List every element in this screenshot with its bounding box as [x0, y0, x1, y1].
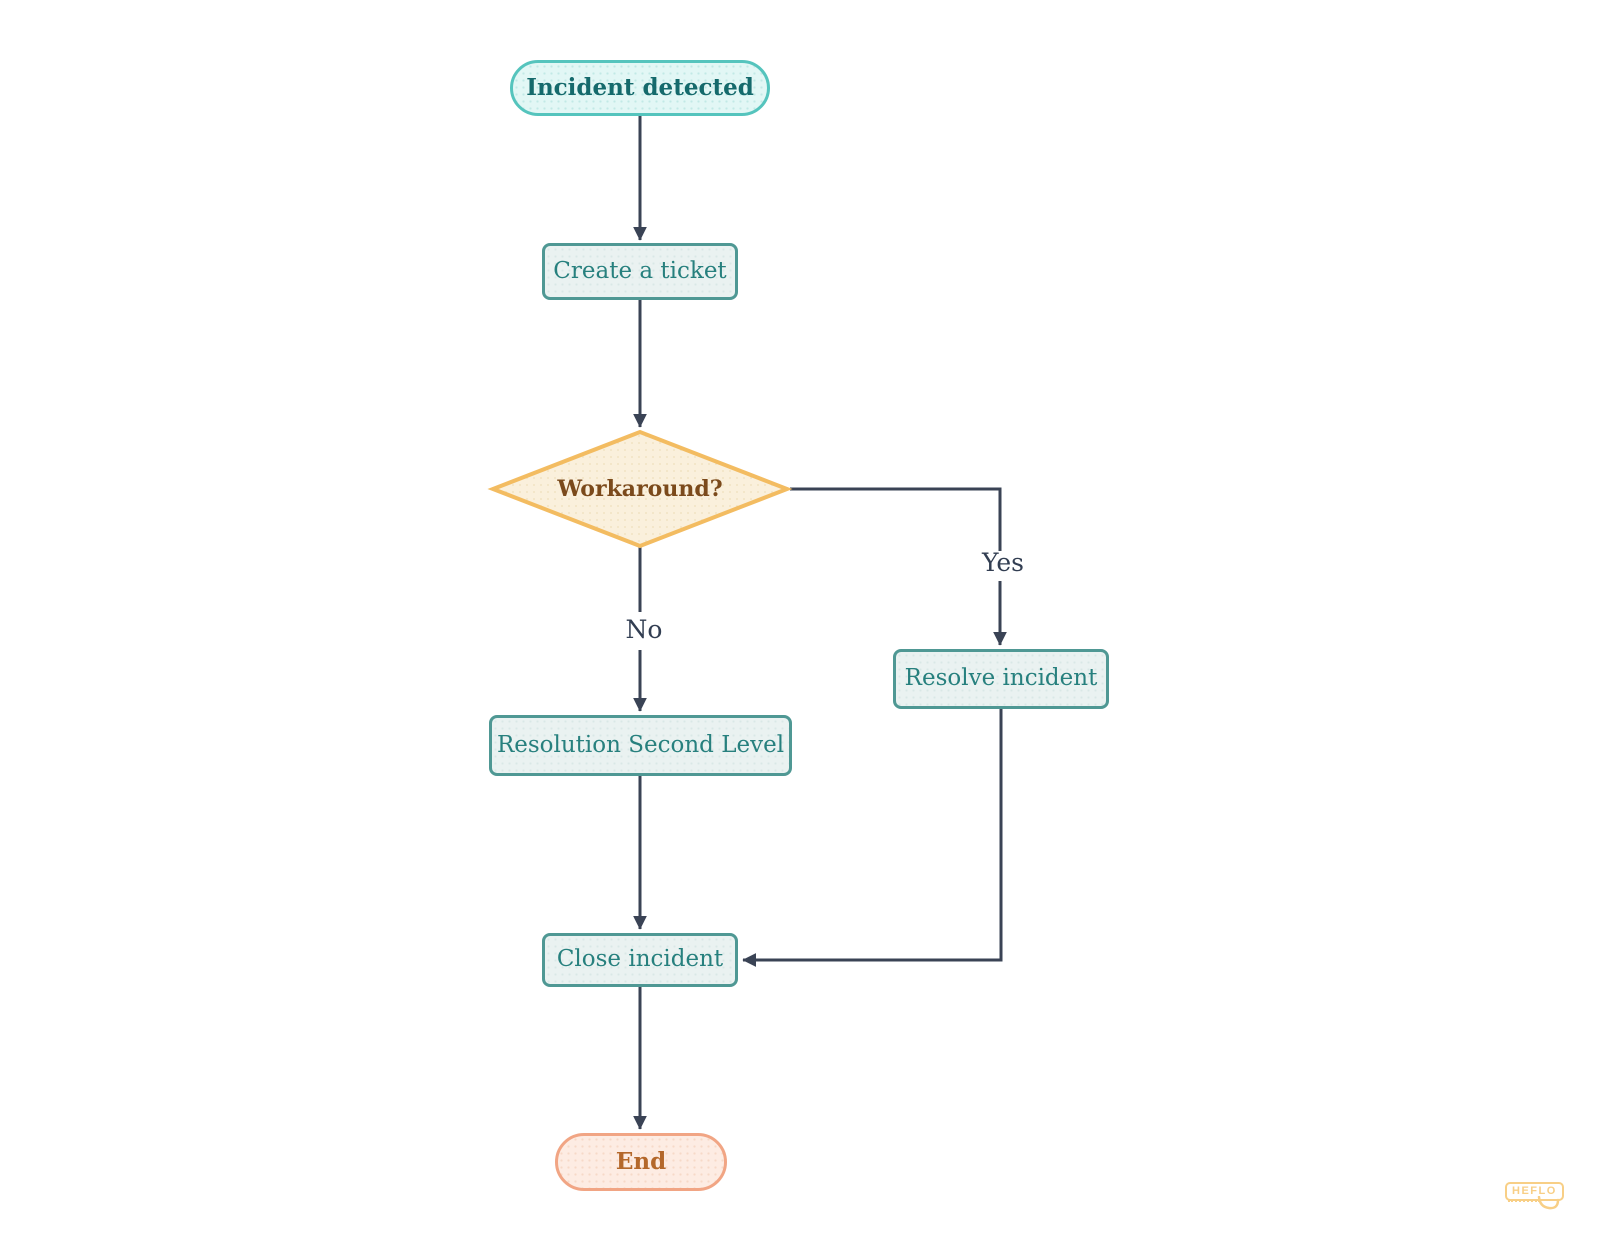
node-create-ticket-label: Create a ticket	[553, 257, 727, 284]
edge-label-no: No	[625, 615, 663, 644]
decision-diamond-shape	[487, 429, 793, 549]
node-end-label: End	[615, 1148, 667, 1176]
node-resolve-incident: Resolve incident	[893, 649, 1109, 709]
node-create-ticket: Create a ticket	[542, 243, 738, 300]
heflo-logo-underline	[1508, 1200, 1540, 1202]
node-workaround-label: Workaround?	[557, 475, 723, 502]
edge-label-yes: Yes	[982, 548, 1024, 577]
node-end-event: End	[555, 1133, 727, 1191]
heflo-logo-tail-icon	[1537, 1196, 1560, 1210]
edge-resolve-to-close	[742, 709, 1003, 967]
node-close-incident-label: Close incident	[556, 946, 724, 973]
node-resolution-second-level-label: Resolution Second Level	[496, 731, 785, 758]
edge-decision-yes-segment1	[790, 487, 1002, 551]
node-close-incident: Close incident	[542, 933, 738, 987]
node-start-label: Incident detected	[526, 74, 754, 102]
node-resolve-incident-label: Resolve incident	[904, 665, 1098, 692]
node-start-event: Incident detected	[510, 60, 770, 116]
heflo-watermark: HEFLO	[1505, 1179, 1564, 1210]
node-workaround-decision: Workaround?	[515, 473, 765, 505]
node-resolution-second-level: Resolution Second Level	[489, 715, 792, 776]
